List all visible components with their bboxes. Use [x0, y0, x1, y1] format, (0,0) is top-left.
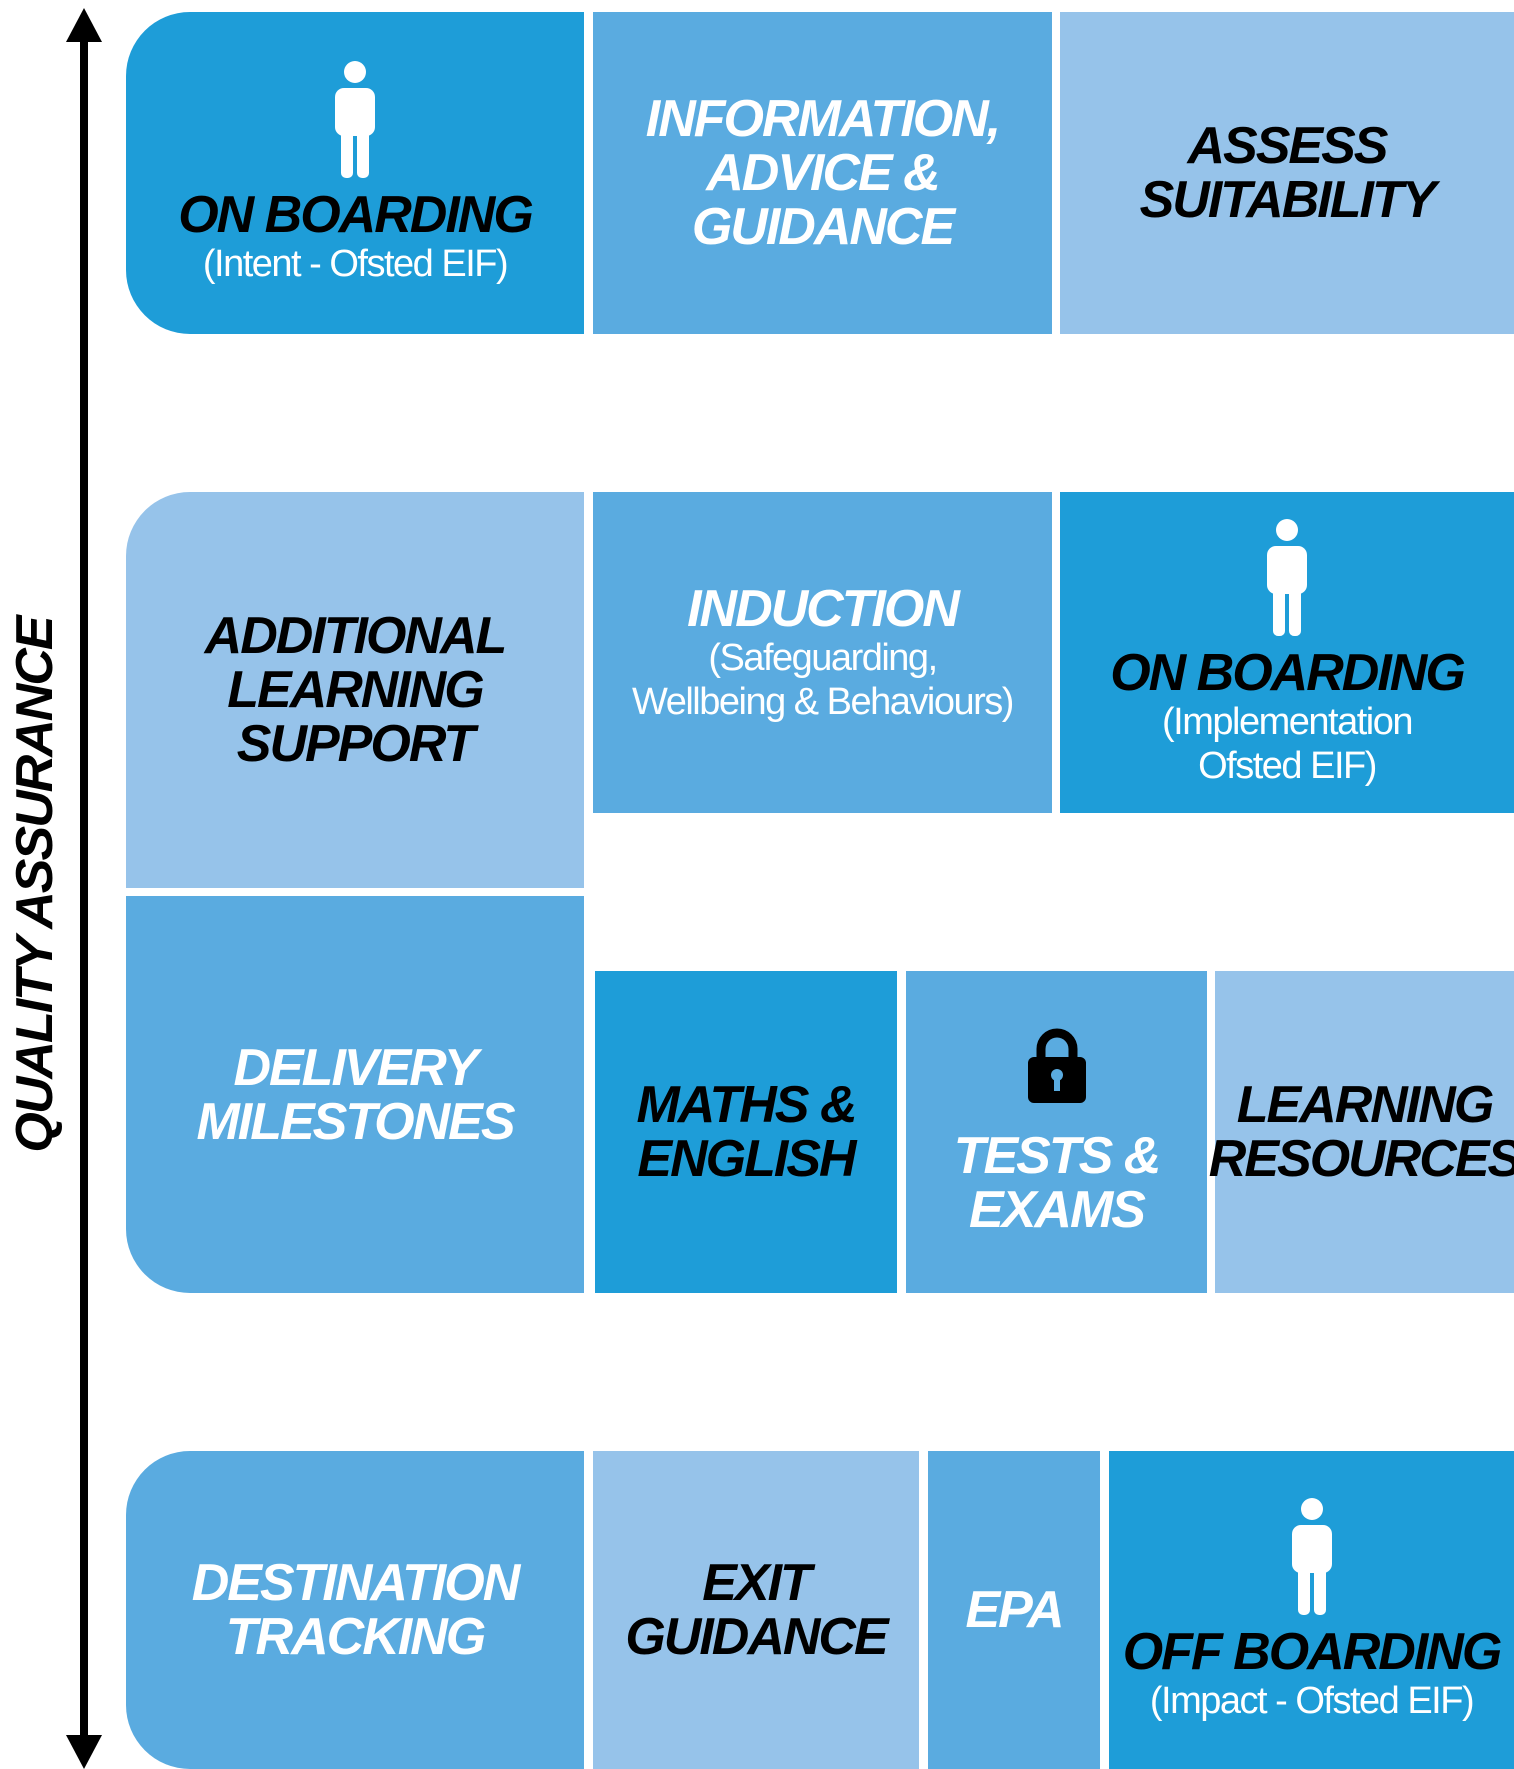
- additional-learning-support-block: ADDITIONAL LEARNING SUPPORT: [126, 492, 584, 888]
- onboarding-intent-title: ON BOARDING: [178, 186, 534, 244]
- offboarding-block: OFF BOARDING (Impact - Ofsted EIF): [1109, 1451, 1514, 1769]
- person-icon: [335, 61, 375, 178]
- offboarding-subtitle: (Impact - Ofsted EIF): [1149, 1680, 1475, 1722]
- onboarding-implementation-subtitle: (Implementation Ofsted EIF): [1162, 700, 1413, 787]
- maths-english-block: MATHS & ENGLISH: [595, 971, 897, 1293]
- destination-tracking-title: DESTINATION TRACKING: [191, 1554, 521, 1666]
- offboarding-title: OFF BOARDING: [1122, 1623, 1503, 1681]
- delivery-milestones-block: DELIVERY MILESTONES: [126, 896, 584, 1293]
- induction-subtitle: (Safeguarding, Wellbeing & Behaviours): [632, 636, 1014, 723]
- exit-guidance-title: EXIT GUIDANCE: [625, 1554, 888, 1666]
- quality-assurance-label: QUALITY ASSURANCE: [6, 617, 64, 1153]
- onboarding-implementation-title: ON BOARDING: [1110, 643, 1466, 702]
- tests-exams-title: TESTS & EXAMS: [953, 1127, 1162, 1239]
- onboarding-implementation-block: ON BOARDING (Implementation Ofsted EIF): [1060, 492, 1514, 813]
- delivery-milestones-title: DELIVERY MILESTONES: [196, 1038, 515, 1151]
- learning-resources-title: LEARNING RESOURCES: [1208, 1076, 1514, 1188]
- person-icon: [1267, 518, 1307, 636]
- assess-suitability-block: ASSESS SUITABILITY: [1060, 12, 1514, 334]
- onboarding-intent-subtitle: (Intent - Ofsted EIF): [202, 243, 509, 285]
- lock-icon: [1027, 1028, 1086, 1103]
- maths-english-title: MATHS & ENGLISH: [636, 1076, 857, 1188]
- induction-block: INDUCTION (Safeguarding, Wellbeing & Beh…: [593, 492, 1052, 813]
- assess-suitability-title: ASSESS SUITABILITY: [1139, 117, 1437, 229]
- person-icon: [1291, 1498, 1332, 1615]
- epa-block: EPA: [928, 1451, 1100, 1769]
- additional-learning-support-title: ADDITIONAL LEARNING SUPPORT: [204, 607, 508, 773]
- iag-title: INFORMATION, ADVICE & GUIDANCE: [645, 90, 1001, 256]
- iag-block: INFORMATION, ADVICE & GUIDANCE: [593, 12, 1052, 334]
- tests-exams-block: TESTS & EXAMS: [906, 971, 1207, 1293]
- exit-guidance-block: EXIT GUIDANCE: [593, 1451, 919, 1769]
- quality-assurance-axis: [66, 8, 102, 1769]
- epa-title: EPA: [965, 1581, 1064, 1639]
- induction-title: INDUCTION: [687, 579, 960, 638]
- learning-resources-block: LEARNING RESOURCES: [1209, 971, 1514, 1293]
- onboarding-intent-block: ON BOARDING (Intent - Ofsted EIF): [126, 12, 584, 334]
- destination-tracking-block: DESTINATION TRACKING: [126, 1451, 584, 1769]
